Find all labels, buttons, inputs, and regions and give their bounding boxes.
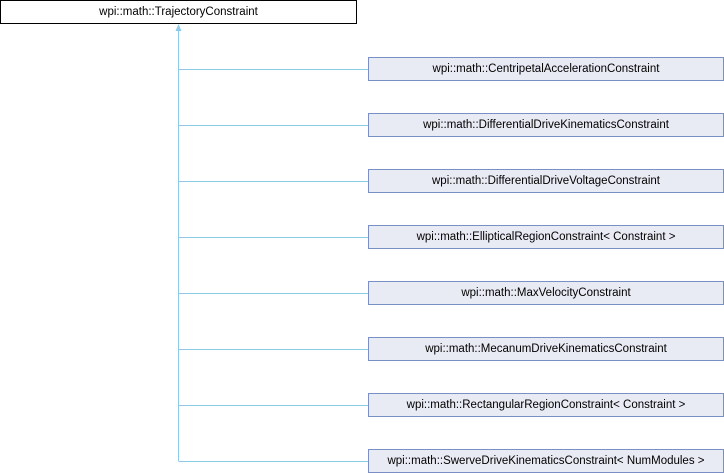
derived-class-box[interactable]: wpi::math::EllipticalRegionConstraint< C… <box>368 225 724 249</box>
derived-class-box[interactable]: wpi::math::MecanumDriveKinematicsConstra… <box>368 337 724 361</box>
derived-class-label: wpi::math::RectangularRegionConstraint< … <box>406 399 686 411</box>
derived-class-box[interactable]: wpi::math::SwerveDriveKinematicsConstrai… <box>368 449 724 473</box>
derived-class-box[interactable]: wpi::math::DifferentialDriveVoltageConst… <box>368 169 724 193</box>
derived-class-label: wpi::math::EllipticalRegionConstraint< C… <box>416 231 676 243</box>
derived-class-label: wpi::math::MaxVelocityConstraint <box>461 287 631 299</box>
derived-class-box[interactable]: wpi::math::DifferentialDriveKinematicsCo… <box>368 113 724 137</box>
base-class-box[interactable]: wpi::math::TrajectoryConstraint <box>0 0 357 24</box>
derived-class-label: wpi::math::MecanumDriveKinematicsConstra… <box>425 343 667 355</box>
derived-class-box[interactable]: wpi::math::MaxVelocityConstraint <box>368 281 724 305</box>
inheritance-arrow-icon <box>175 24 182 31</box>
base-class-label: wpi::math::TrajectoryConstraint <box>99 6 258 18</box>
derived-class-label: wpi::math::DifferentialDriveKinematicsCo… <box>423 119 669 131</box>
derived-class-box[interactable]: wpi::math::RectangularRegionConstraint< … <box>368 393 724 417</box>
derived-class-label: wpi::math::SwerveDriveKinematicsConstrai… <box>387 455 705 467</box>
derived-class-label: wpi::math::CentripetalAccelerationConstr… <box>432 63 660 75</box>
derived-class-label: wpi::math::DifferentialDriveVoltageConst… <box>432 175 660 187</box>
derived-class-box[interactable]: wpi::math::CentripetalAccelerationConstr… <box>368 57 724 81</box>
